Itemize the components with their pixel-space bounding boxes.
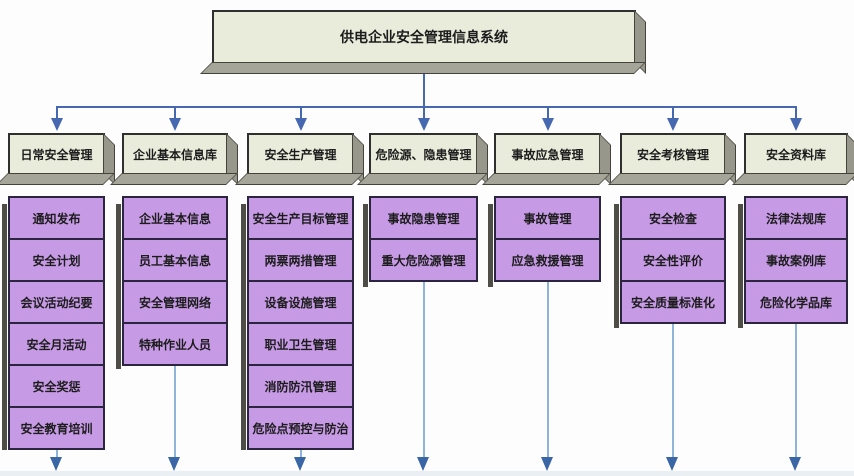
stub-line <box>56 106 58 119</box>
column-stack: 安全生产目标管理 两票两措管理 设备设施管理 职业卫生管理 消防防汛管理 危险点… <box>241 196 354 451</box>
diagram-item: 消防防汛管理 <box>247 364 354 408</box>
down-arrow-icon <box>295 118 307 131</box>
diagram-item: 事故隐患管理 <box>369 196 478 240</box>
diagram-item: 危险化学品库 <box>744 280 848 324</box>
column-header-hazard-management: 危险源、隐患管理 <box>369 133 478 175</box>
down-arrow-icon <box>667 118 679 131</box>
down-arrow-icon <box>666 457 678 471</box>
diagram-item: 事故案例库 <box>744 238 848 282</box>
stub-line <box>547 106 549 119</box>
column-stack: 安全检查 安全性评价 安全质量标准化 <box>614 196 726 329</box>
stub-line <box>300 106 302 119</box>
diagram-item: 应急救援管理 <box>494 238 601 282</box>
down-arrow-icon <box>790 118 802 131</box>
column-header-label: 安全生产管理 <box>264 147 337 162</box>
diagram-item: 设备设施管理 <box>247 280 354 324</box>
root-node: 供电企业安全管理信息系统 <box>212 10 636 64</box>
diagram-item: 安全管理网络 <box>122 280 228 324</box>
diagram-item: 重大危险源管理 <box>369 238 478 282</box>
stub-line <box>174 106 176 119</box>
tail-line <box>423 281 425 458</box>
tail-line <box>174 365 176 458</box>
down-arrow-icon <box>51 118 63 131</box>
column-stack: 法律法规库 事故案例库 危险化学品库 <box>738 196 848 329</box>
diagram-item: 事故管理 <box>494 196 601 240</box>
column-stack: 事故隐患管理 重大危险源管理 <box>363 196 478 288</box>
down-arrow-icon <box>50 457 62 471</box>
diagram-item: 会议活动纪要 <box>8 280 105 324</box>
diagram-item: 特种作业人员 <box>122 322 228 366</box>
column-header-label: 安全资料库 <box>765 147 826 162</box>
diagram-item: 通知发布 <box>8 196 105 240</box>
column-header-label: 危险源、隐患管理 <box>375 147 472 162</box>
diagram-item: 法律法规库 <box>744 196 848 240</box>
column-header-assessment-management: 安全考核管理 <box>620 133 726 175</box>
stub-line <box>795 106 797 119</box>
column-header-label: 企业基本信息库 <box>132 147 217 162</box>
column-stack: 企业基本信息 员工基本信息 安全管理网络 特种作业人员 <box>116 196 228 369</box>
down-arrow-icon <box>541 457 553 471</box>
tail-line <box>672 323 674 458</box>
diagram-item: 安全性评价 <box>620 238 726 282</box>
diagram-item: 职业卫生管理 <box>247 322 354 366</box>
tail-line <box>56 449 58 458</box>
column-header-enterprise-info: 企业基本信息库 <box>122 133 228 175</box>
diagram-item: 安全教育培训 <box>8 406 105 450</box>
diagram-item: 安全生产目标管理 <box>247 196 354 240</box>
tail-line <box>795 323 797 458</box>
root-node-label: 供电企业安全管理信息系统 <box>340 29 508 45</box>
bus-line <box>56 106 797 108</box>
diagram-item: 危险点预控与防治 <box>247 406 354 450</box>
column-header-production-safety: 安全生产管理 <box>247 133 354 175</box>
column-header-emergency-management: 事故应急管理 <box>494 133 601 175</box>
diagram-item: 两票两措管理 <box>247 238 354 282</box>
diagram-item: 员工基本信息 <box>122 238 228 282</box>
column-header-daily-safety: 日常安全管理 <box>8 133 105 175</box>
down-arrow-icon <box>542 118 554 131</box>
diagram-item: 安全检查 <box>620 196 726 240</box>
down-arrow-icon <box>417 457 429 471</box>
diagram-item: 安全质量标准化 <box>620 280 726 324</box>
column-header-label: 日常安全管理 <box>20 147 93 162</box>
column-header-safety-library: 安全资料库 <box>744 133 848 175</box>
tail-line <box>300 449 302 458</box>
down-arrow-icon <box>169 118 181 131</box>
down-arrow-icon <box>168 457 180 471</box>
column-stack: 通知发布 安全计划 会议活动纪要 安全月活动 安全奖惩 安全教育培训 <box>2 196 105 451</box>
trunk-line <box>423 74 425 107</box>
down-arrow-icon <box>789 457 801 471</box>
stub-line <box>672 106 674 119</box>
tail-line <box>547 281 549 458</box>
stub-line <box>423 106 425 119</box>
column-header-label: 事故应急管理 <box>511 147 584 162</box>
diagram-item: 安全奖惩 <box>8 364 105 408</box>
diagram-item: 安全计划 <box>8 238 105 282</box>
down-arrow-icon <box>418 118 430 131</box>
diagram-item: 安全月活动 <box>8 322 105 366</box>
down-arrow-icon <box>294 457 306 471</box>
column-header-label: 安全考核管理 <box>636 147 709 162</box>
diagram-item: 企业基本信息 <box>122 196 228 240</box>
bottom-edge-strip <box>0 471 854 476</box>
column-stack: 事故管理 应急救援管理 <box>488 196 601 288</box>
